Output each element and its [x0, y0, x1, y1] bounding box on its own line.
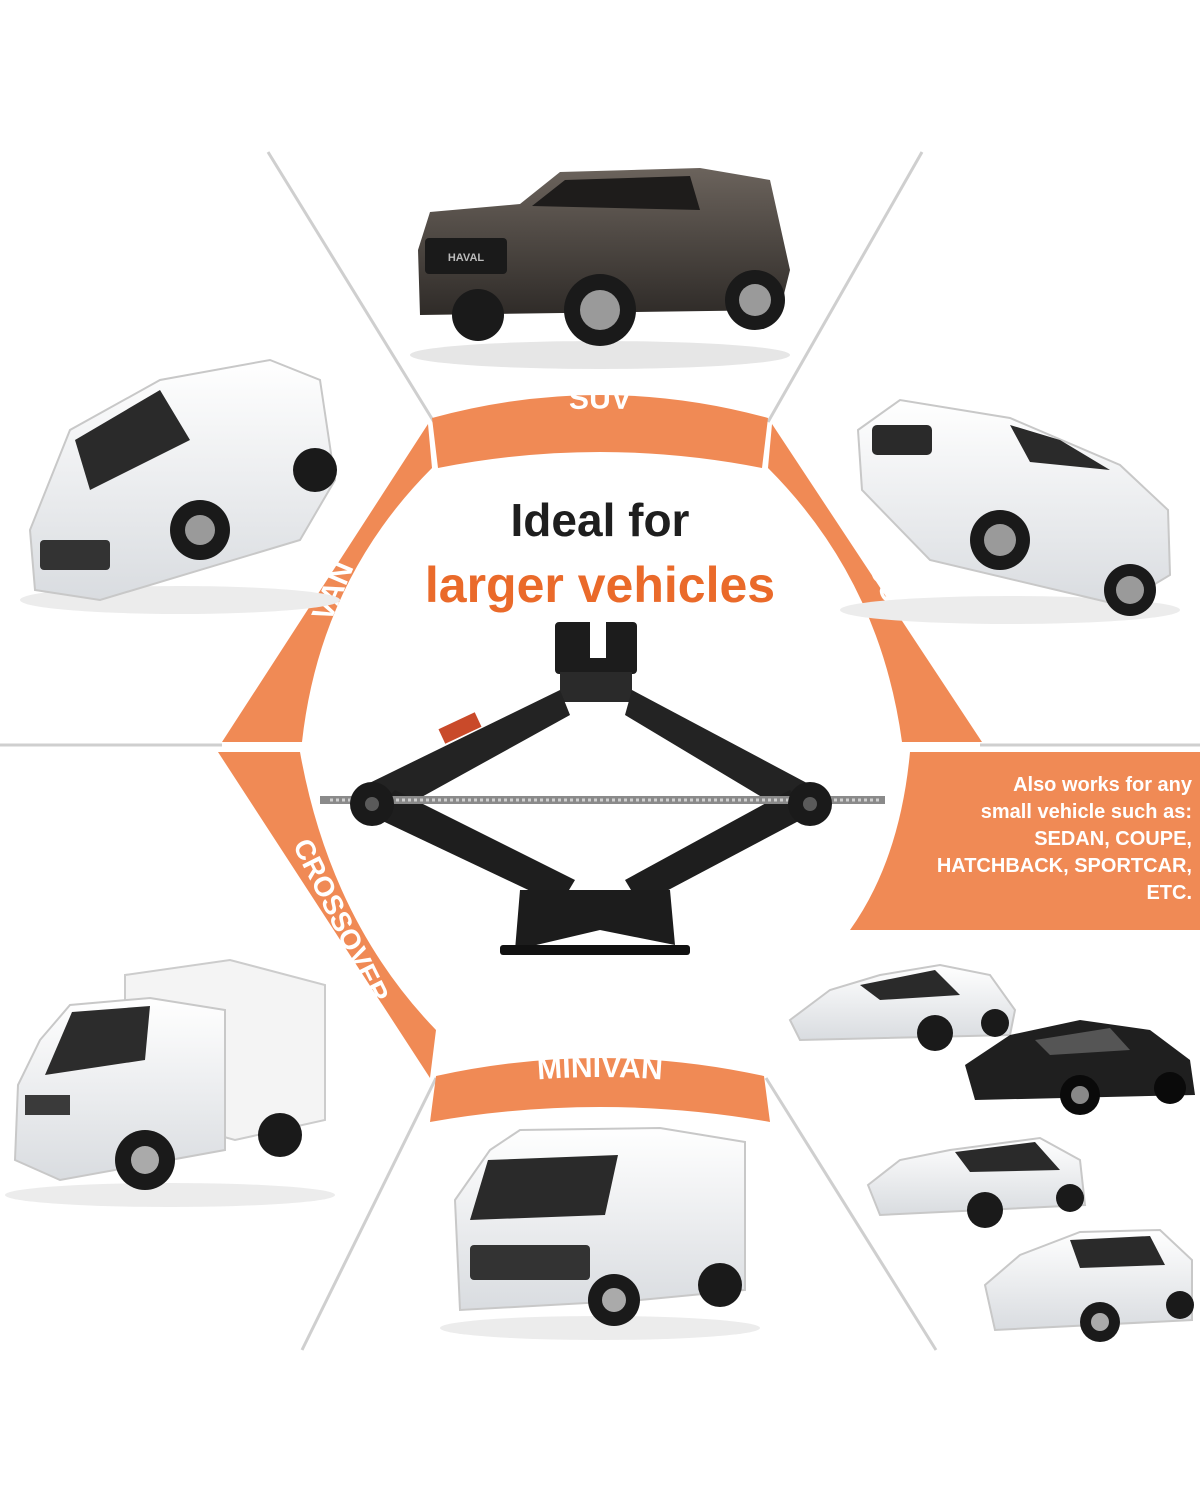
coupe-icon — [965, 1020, 1195, 1115]
note-line: SEDAN, COUPE, — [1034, 828, 1192, 850]
suv-grille-logo: HAVAL — [448, 252, 485, 264]
suv-icon: HAVAL — [410, 168, 790, 369]
note-line: small vehicle such as: — [980, 801, 1192, 823]
headline-larger-vehicles: larger vehicles — [424, 557, 776, 613]
note-line: HATCHBACK, SPORTCAR, — [936, 855, 1192, 877]
sportcar-icon — [788, 963, 1017, 1051]
sedan-icon — [866, 1136, 1087, 1228]
headline-ideal-for: Ideal for — [510, 494, 690, 546]
ring-bands — [218, 395, 1200, 1122]
hatchback-icon — [983, 1228, 1194, 1342]
label-suv: SUV — [568, 383, 631, 417]
label-minivan: MINIVAN — [536, 1051, 664, 1086]
box-truck-icon — [5, 958, 335, 1207]
cuv-icon — [840, 398, 1180, 624]
cargo-van-icon — [440, 1126, 760, 1340]
note-line: ETC. — [1146, 882, 1192, 904]
scissor-jack-icon — [320, 622, 885, 955]
note-line: Also works for any — [1013, 774, 1192, 796]
divider-lines — [0, 151, 1200, 1351]
small-vehicle-note: Also works for any small vehicle such as… — [872, 772, 1192, 907]
van-icon — [20, 358, 340, 614]
